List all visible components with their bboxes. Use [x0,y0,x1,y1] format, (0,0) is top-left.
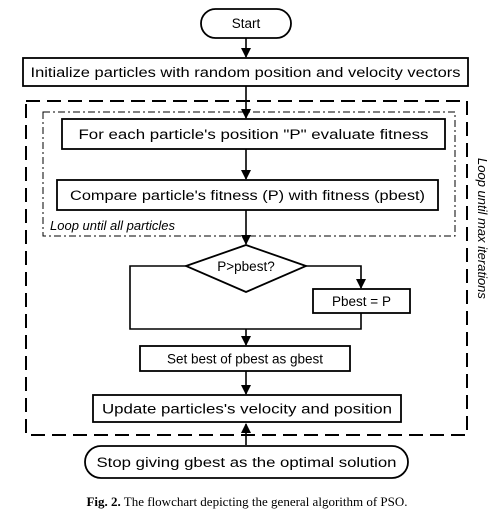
compare-node [56,179,439,211]
compare-label: Compare particle's fitness (P) with fitn… [70,188,425,203]
decision-label: P>pbest? [217,259,274,274]
inner-loop-label: Loop until all particles [50,218,176,233]
init-label: Initialize particles with random positio… [31,65,461,80]
stop-node [84,445,409,479]
line-decision-no [129,265,246,330]
caption-label: Fig. 2. [86,494,121,509]
evaluate-node [61,118,446,150]
stop-label: Stop giving gbest as the optimal solutio… [97,455,397,470]
update-pbest-label: Pbest = P [332,294,391,309]
update-label: Update particles's velocity and position [102,402,392,417]
update-pbest-node [312,288,411,314]
arrow-decision-yes [306,265,366,289]
decision-node [183,244,309,293]
outer-loop-label: Loop until max iterations [475,158,490,299]
update-node [92,394,402,423]
figure-caption: Fig. 2. The flowchart depicting the gene… [0,494,494,510]
caption-text: The flowchart depicting the general algo… [123,494,408,509]
pso-flowchart: Start Initialize particles with random p… [22,8,490,479]
line-pbest-merge [246,313,362,330]
set-gbest-label: Set best of pbest as gbest [167,352,323,367]
start-label: Start [232,16,261,31]
init-node [22,57,469,87]
set-gbest-node [139,345,351,372]
evaluate-label: For each particle's position "P" evaluat… [79,127,429,142]
